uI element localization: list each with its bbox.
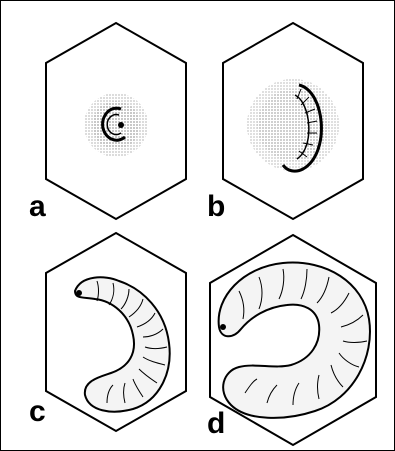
panel-c: c bbox=[29, 233, 186, 431]
panel-label-b: b bbox=[207, 190, 225, 223]
larva-b bbox=[247, 79, 339, 171]
larva-a bbox=[84, 93, 148, 157]
panel-label-c: c bbox=[29, 395, 46, 428]
panel-label-a: a bbox=[29, 190, 46, 223]
panel-b: b bbox=[207, 23, 363, 223]
panel-d: d bbox=[207, 235, 376, 445]
panel-label-d: d bbox=[207, 407, 225, 440]
panel-a: a bbox=[29, 23, 186, 223]
larva-d bbox=[219, 263, 370, 418]
larva-c bbox=[75, 277, 170, 411]
